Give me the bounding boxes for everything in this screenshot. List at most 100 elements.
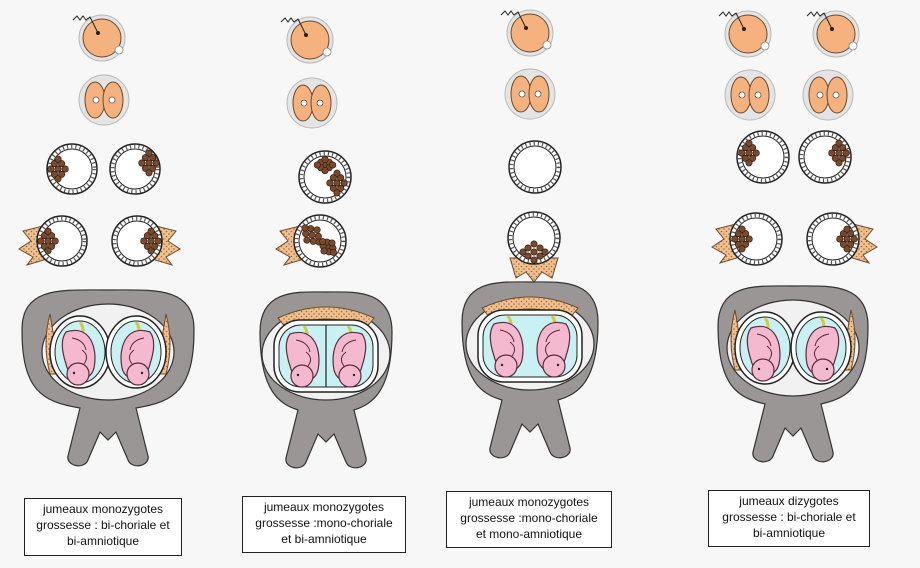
caption-monozygotic-monochorial-monoamniotic: jumeaux monozygotes grossesse :mono-chor… xyxy=(446,491,612,548)
caption-line: jumeaux monozygotes xyxy=(263,500,385,514)
inner-cell xyxy=(54,155,62,163)
fetus-arm xyxy=(128,349,135,365)
inner-cell xyxy=(154,237,162,245)
oocyte-with-sperm xyxy=(718,10,772,58)
inner-cell xyxy=(847,240,855,248)
inner-cell xyxy=(734,240,742,248)
trophoblast-cells xyxy=(737,131,789,183)
inner-cell xyxy=(138,159,146,167)
sperm-head xyxy=(830,27,834,31)
polar-body xyxy=(322,47,332,57)
inner-cell xyxy=(333,179,341,187)
inner-cell xyxy=(333,169,341,177)
sperm-tail xyxy=(718,11,745,30)
trophoblast-inner xyxy=(298,219,342,263)
two-cell-embryo xyxy=(802,69,854,121)
two-cell-embryo xyxy=(78,74,130,126)
inner-cell xyxy=(328,239,336,247)
inner-cell xyxy=(745,149,753,157)
fetus-head xyxy=(811,358,835,382)
blastocyst xyxy=(109,143,161,195)
fetus-eye xyxy=(296,373,300,377)
inner-cell xyxy=(309,237,317,245)
inner-cell xyxy=(519,248,527,256)
caption-line: et mono-amniotique xyxy=(475,527,583,541)
trophoblast-cells xyxy=(730,213,782,265)
inner-cell xyxy=(742,240,750,248)
inner-cell xyxy=(54,165,62,173)
fetus-arm xyxy=(544,341,551,357)
oocyte-cell xyxy=(816,14,856,54)
inner-cell xyxy=(839,230,847,238)
inner-cell xyxy=(749,154,757,162)
fetus-head xyxy=(494,354,518,378)
fetus-eye xyxy=(352,373,356,377)
trophoblast-inner xyxy=(513,145,557,189)
inner-cell xyxy=(541,248,549,256)
fetus-leg xyxy=(129,337,145,351)
blastocyst xyxy=(508,140,562,194)
inner-cell xyxy=(752,149,760,157)
inner-cell xyxy=(850,235,858,243)
fetus-arm xyxy=(509,341,516,357)
caption-line: grossesse :mono-choriale xyxy=(255,516,393,530)
inner-cell xyxy=(745,139,753,147)
inner-cell xyxy=(143,232,151,240)
caption-dizygotic-bichorial: jumeaux dizygotes grossesse : bi-chorial… xyxy=(708,490,870,547)
inner-cell xyxy=(329,248,337,256)
fetus xyxy=(536,321,571,378)
implanting-blastocyst xyxy=(111,215,181,267)
inner-cell xyxy=(145,169,153,177)
fetus-head xyxy=(290,364,314,388)
inner-cell xyxy=(50,170,58,178)
oocyte-cell xyxy=(728,14,768,54)
uterus-with-twins xyxy=(717,285,869,463)
sperm-head xyxy=(96,31,100,35)
fetus-arm xyxy=(813,345,820,361)
sperm-head xyxy=(304,33,308,37)
fetus-eye xyxy=(757,367,761,371)
implanting-blastocyst xyxy=(18,215,88,267)
inner-cell xyxy=(320,247,328,255)
inner-cell xyxy=(321,167,329,175)
trophoblast-cells xyxy=(37,216,87,266)
inner-cell xyxy=(530,248,538,256)
two-cell-embryo xyxy=(724,69,776,121)
trophoblast-inner xyxy=(741,135,785,179)
fetus-arm xyxy=(81,349,88,365)
inner-cell xyxy=(48,232,56,240)
inner-cell xyxy=(303,236,311,244)
inner-cell xyxy=(308,231,316,239)
inner-cell xyxy=(50,160,58,168)
inner-cell xyxy=(843,235,851,243)
inner-cell xyxy=(745,159,753,167)
inner-cell xyxy=(149,164,157,172)
inner-cell xyxy=(61,165,69,173)
inner-cell xyxy=(307,225,315,233)
fetus xyxy=(61,329,96,386)
fetus-arm xyxy=(305,351,312,367)
fetus-head xyxy=(126,362,150,386)
inner-cell xyxy=(734,230,742,238)
inner-cell xyxy=(51,237,59,245)
inner-cell xyxy=(831,144,839,152)
fetus-eye xyxy=(72,371,76,375)
inner-cell xyxy=(843,245,851,253)
fetus xyxy=(285,331,320,388)
inner-cell xyxy=(329,174,337,182)
inner-cell xyxy=(321,155,329,163)
inner-cell xyxy=(831,154,839,162)
inner-cell xyxy=(48,242,56,250)
caption-monozygotic-bichorial: jumeaux monozygotes grossesse : bi-chori… xyxy=(24,498,182,556)
sperm-head xyxy=(742,27,746,31)
trophoblast-cells xyxy=(110,144,160,194)
uterus-with-twins xyxy=(461,281,599,459)
inner-cell xyxy=(738,235,746,243)
inner-cell xyxy=(738,149,746,157)
blastocyst xyxy=(298,150,352,204)
nucleus xyxy=(754,91,762,99)
fetus-leg xyxy=(295,339,311,353)
inner-cell xyxy=(314,232,322,240)
inner-cell xyxy=(319,238,327,246)
